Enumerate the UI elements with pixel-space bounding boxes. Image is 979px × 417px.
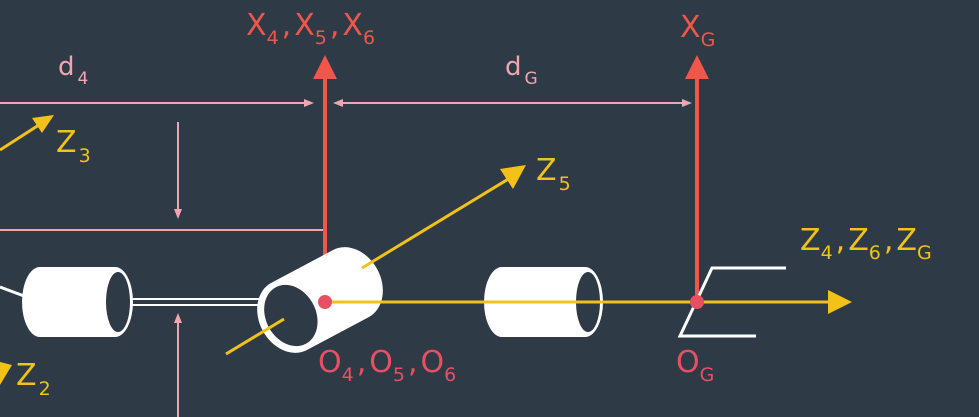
offset-up-arrowhead bbox=[174, 313, 182, 323]
wrist-joint-face bbox=[264, 284, 318, 347]
x456-arrowhead bbox=[313, 55, 337, 79]
z2-arrowhead bbox=[0, 362, 12, 385]
xg-label: XG bbox=[680, 10, 715, 51]
og-label: OG bbox=[676, 345, 714, 386]
d4-arrowhead bbox=[304, 99, 314, 107]
z5-axis-tail bbox=[225, 317, 285, 356]
z46g-arrowhead bbox=[828, 290, 852, 314]
z5-arrowhead bbox=[500, 165, 526, 189]
origin-o456-dot bbox=[318, 295, 332, 309]
dg-left-arrowhead bbox=[333, 99, 343, 107]
link3-cylinder-face bbox=[106, 272, 130, 332]
link3-cylinder-body bbox=[22, 267, 133, 337]
z3-axis-line bbox=[0, 121, 43, 152]
dg-right-arrowhead bbox=[682, 99, 692, 107]
offset-down-arrowhead bbox=[174, 209, 182, 219]
z-axes bbox=[0, 115, 852, 385]
dimension-lines bbox=[0, 99, 692, 417]
robot-links bbox=[0, 247, 786, 353]
x456-label: X4,X5,X6 bbox=[246, 8, 375, 49]
z46g-label: Z4,Z6,ZG bbox=[800, 223, 932, 264]
link3-connector bbox=[0, 285, 25, 298]
origin-og-dot bbox=[690, 295, 704, 309]
z5-axis-line bbox=[361, 176, 511, 270]
o456-label: O4,O5,O6 bbox=[318, 345, 456, 386]
xg-arrowhead bbox=[685, 55, 709, 79]
z3-arrowhead bbox=[32, 115, 54, 133]
